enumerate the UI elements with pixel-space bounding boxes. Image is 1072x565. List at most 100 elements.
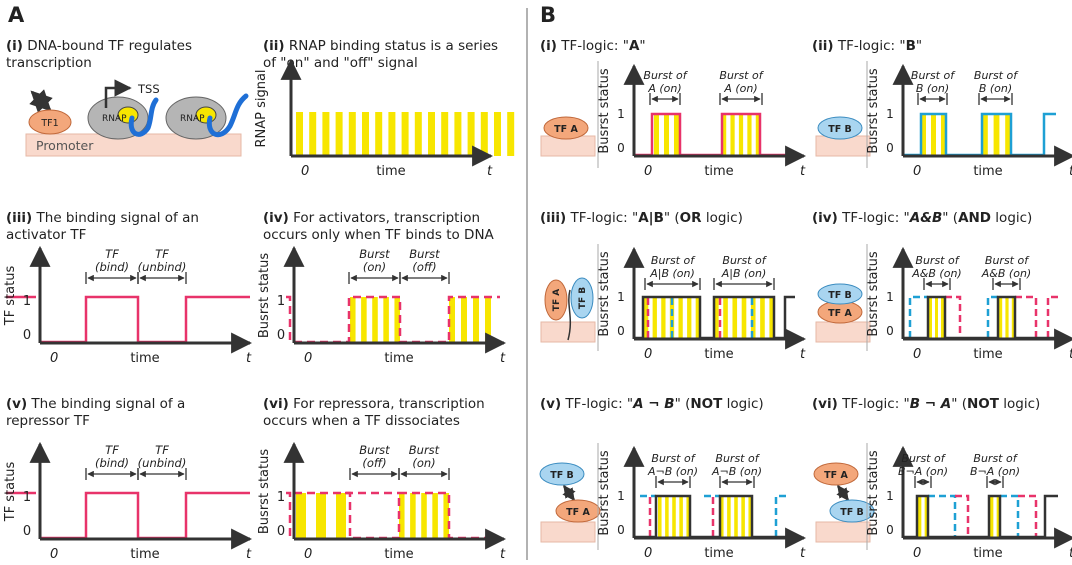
y-axis-label: Busrst status — [257, 253, 272, 338]
y-tick-1: 1 — [886, 107, 894, 121]
y-axis-label: TF status — [3, 266, 18, 327]
burst-stripe — [350, 297, 356, 343]
a5-bind-line1: TF — [105, 443, 119, 457]
burst-stripe — [741, 496, 745, 538]
burst-stripe — [734, 496, 738, 538]
burst-stripe — [941, 297, 944, 339]
x-tick-t: t — [800, 164, 806, 179]
a6-title: (vi) For repressora, transcription — [263, 396, 485, 412]
tf1-arrow — [29, 89, 53, 113]
a1-illustration: Promoter TF1 RNAP TSS RNAP — [25, 79, 249, 157]
b5-tf-a-label: TF A — [566, 507, 590, 518]
x-tick-t: t — [500, 351, 506, 366]
a3-title: (iii) The binding signal of an — [6, 210, 199, 226]
b6-title: (vi) TF-logic: "B ¬ A" (NOT logic) — [812, 396, 1040, 412]
a4-off-line2: (off) — [412, 260, 436, 274]
b4-title: (iv) TF-logic: "A&B" (AND logic) — [812, 210, 1032, 226]
b4-burst-2-line1: Burst of — [985, 254, 1030, 267]
b1-title: (i) TF-logic: "A" — [540, 38, 646, 54]
b5-arrow — [562, 484, 576, 502]
b6-tf-b-label: TF B — [840, 507, 864, 518]
tf1-shape — [28, 109, 72, 135]
b3-promoter — [540, 321, 596, 343]
b4-tf-b — [817, 283, 863, 305]
b1-tf-a — [543, 116, 589, 140]
burst-stripe — [443, 493, 449, 539]
b5-burst-2-line1: Burst of — [715, 452, 760, 465]
burst-stripe — [449, 297, 455, 343]
a6-title-2: occurs when a TF dissociates — [263, 413, 460, 429]
rnap-burst-bar — [480, 112, 488, 156]
burst-stripe — [760, 297, 765, 339]
mrna-strand-1 — [128, 97, 159, 137]
burst-stripe — [755, 114, 760, 156]
x-tick-zero: 0 — [301, 164, 309, 179]
x-tick-zero: 0 — [913, 546, 921, 561]
burst-stripe — [1005, 114, 1011, 156]
b2-burst-1-line1: Burst of — [911, 69, 956, 82]
tf-signal — [40, 491, 250, 540]
x-axis-label: time — [704, 347, 733, 362]
burst-stripe — [461, 297, 467, 343]
b4-tf-b-label: TF B — [828, 290, 852, 301]
signal-a — [646, 297, 722, 338]
x-axis-label: time — [704, 164, 733, 179]
y-tick-0: 0 — [617, 141, 625, 155]
x-tick-t: t — [1069, 546, 1072, 561]
y-tick-0: 0 — [886, 523, 894, 537]
burst-stripe — [652, 297, 657, 339]
burst-stripe — [669, 297, 675, 339]
burst-stripe — [672, 496, 676, 538]
a2-title: (ii) RNAP binding status is a series — [263, 38, 498, 54]
burst-stripe — [738, 114, 744, 156]
x-tick-zero: 0 — [50, 351, 58, 366]
b3-burst-2-line1: Burst of — [722, 254, 767, 267]
y-tick-1: 1 — [277, 294, 285, 309]
signal-b — [908, 295, 998, 338]
burst-stripe — [999, 297, 1003, 339]
burst-dash-pre — [286, 491, 292, 539]
burst-stripe — [929, 297, 932, 339]
y-axis-label: Busrst status — [597, 450, 612, 535]
burst-stripe — [336, 493, 346, 539]
x-axis-label: time — [384, 547, 413, 562]
burst-stripe — [990, 496, 994, 538]
burst-dash-pre — [286, 295, 292, 343]
burst-stripe — [741, 297, 747, 339]
b6-tf-b — [829, 499, 875, 523]
x-tick-t: t — [800, 546, 806, 561]
b6-burst-1-line2: B¬A (on) — [898, 465, 948, 478]
rnap-burst-bar — [467, 112, 475, 156]
a3-bind-line1: TF — [105, 247, 119, 261]
signal-b — [640, 494, 790, 537]
rnap-burst-bar — [388, 112, 396, 156]
burst-stripe — [473, 297, 479, 343]
x-tick-t: t — [1069, 347, 1072, 362]
burst-stripe — [714, 297, 719, 339]
burst-stripe — [935, 297, 938, 339]
b4-burst-2-line2: A&B (on) — [981, 267, 1031, 280]
y-axis-label: Busrst status — [597, 251, 612, 336]
b1-burst-2-line2: A (on) — [723, 82, 757, 95]
rnap-label-2: RNAP — [180, 114, 205, 124]
tf-signal — [40, 295, 250, 344]
signal-a — [955, 494, 1038, 537]
b5-burst-1-line1: Burst of — [651, 452, 696, 465]
a4-title: (iv) For activators, transcription — [263, 210, 480, 226]
b3-tf-a — [544, 279, 568, 321]
signal-not — [903, 494, 1058, 539]
x-tick-zero: 0 — [644, 347, 652, 362]
b3-linker — [567, 289, 572, 341]
a6-off-line2: (off) — [362, 456, 386, 470]
b3-burst-1-line2: A|B (on) — [649, 267, 695, 280]
b5-tf-b-label: TF B — [550, 470, 574, 481]
burst-stripe — [296, 493, 306, 539]
b6-arrow — [836, 484, 850, 502]
burst-stripe — [674, 114, 679, 156]
b3-tf-b-label: TF B — [578, 287, 588, 309]
b5-promoter — [540, 521, 596, 543]
